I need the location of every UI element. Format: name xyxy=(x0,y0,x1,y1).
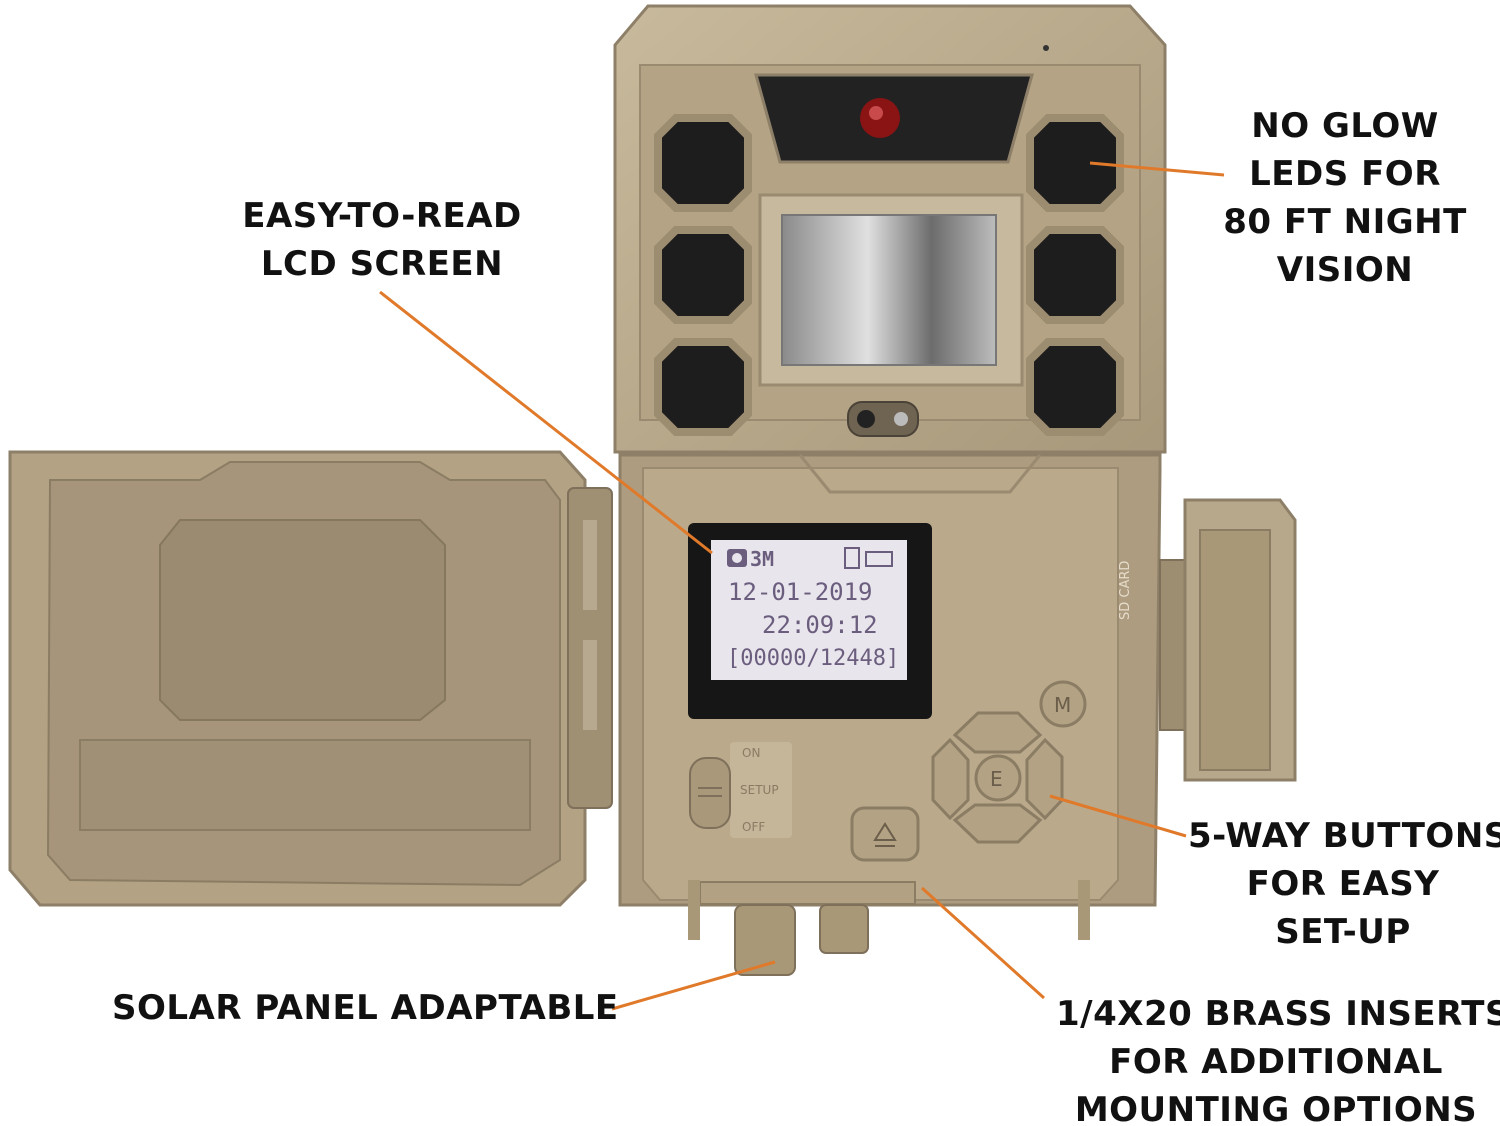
callout-leaders xyxy=(379,161,1225,1011)
callout-brass-inserts: 1/4X20 BRASS INSERTS FOR ADDITIONAL MOUN… xyxy=(1056,994,1500,1126)
lcd-screen: 3M 12-01-2019 22:09:12 [00000/12448] xyxy=(688,523,932,719)
enter-button[interactable] xyxy=(974,754,1022,802)
pir-motion-lens xyxy=(758,193,1024,387)
up-button[interactable] xyxy=(952,711,1043,754)
menu-button[interactable] xyxy=(1039,680,1087,728)
lcd-photo-counter: [00000/12448] xyxy=(727,646,899,671)
sd-card-label: SD CARD xyxy=(1118,561,1133,620)
power-switch[interactable]: ON SETUP OFF xyxy=(689,742,792,838)
callout-no-glow-leds: NO GLOW LEDS FOR 80 FT NIGHT VISION xyxy=(1223,106,1467,290)
enter-button-label: E xyxy=(990,767,1003,791)
lcd-resolution: 3M xyxy=(750,547,774,571)
switch-label-on: ON xyxy=(742,746,760,760)
callout-five-way-buttons: 5-WAY BUTTONS FOR EASY SET-UP xyxy=(1188,816,1500,952)
bottom-mount-ports xyxy=(688,880,1090,976)
ir-led-array-left xyxy=(654,114,752,436)
latch-clip xyxy=(1159,498,1297,782)
left-button[interactable] xyxy=(931,737,970,821)
open-door xyxy=(8,450,613,907)
lcd-date: 12-01-2019 xyxy=(728,578,873,606)
five-way-button-pad[interactable]: M E xyxy=(850,680,1087,862)
down-button[interactable] xyxy=(952,803,1043,844)
eject-button[interactable] xyxy=(850,806,920,862)
switch-label-setup: SETUP xyxy=(740,783,779,797)
ir-led-array-right xyxy=(1026,114,1124,436)
callout-solar-panel: SOLAR PANEL ADAPTABLE xyxy=(112,988,619,1028)
switch-label-off: OFF xyxy=(742,820,765,834)
camera-top-housing xyxy=(613,4,1167,454)
lcd-time: 22:09:12 xyxy=(762,611,878,639)
menu-button-label: M xyxy=(1054,693,1071,717)
callout-lcd-screen: EASY-TO-READ LCD SCREEN xyxy=(242,196,522,284)
